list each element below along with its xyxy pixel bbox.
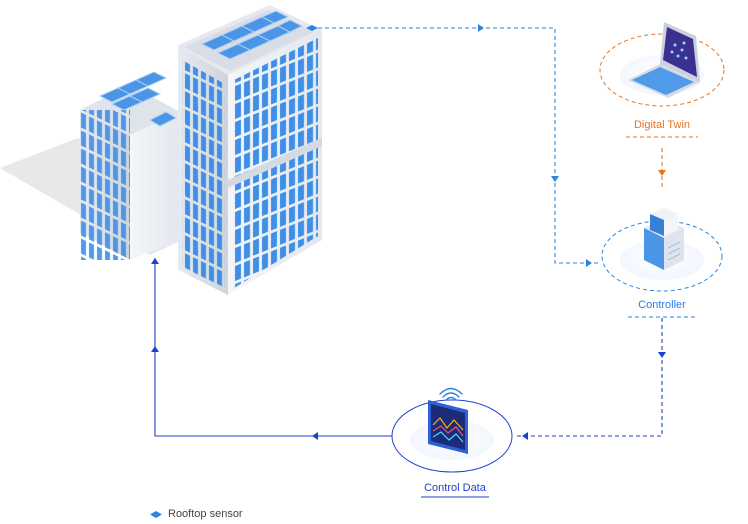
control-data-label: Control Data bbox=[424, 482, 486, 494]
legend-label: Rooftop sensor bbox=[168, 508, 243, 520]
digital-twin-node[interactable] bbox=[599, 22, 725, 138]
controller-node[interactable] bbox=[601, 208, 723, 318]
connector-sensor-to-controller bbox=[318, 27, 600, 264]
digital-twin-label: Digital Twin bbox=[633, 119, 691, 131]
server-icon bbox=[644, 208, 684, 270]
connector-twin-to-controller bbox=[658, 148, 666, 188]
monitor-chart-icon bbox=[428, 400, 468, 454]
legend: Rooftop sensor bbox=[150, 508, 243, 520]
connector-controller-to-control bbox=[515, 318, 666, 440]
rooftop-sensor-icon[interactable] bbox=[306, 25, 318, 31]
laptop-icon bbox=[628, 22, 700, 98]
control-data-node[interactable] bbox=[391, 387, 513, 498]
connector-sensor-arrows bbox=[478, 24, 592, 267]
building-icon bbox=[0, 5, 322, 295]
connector-control-to-building bbox=[151, 258, 392, 440]
controller-label: Controller bbox=[638, 299, 686, 311]
wifi-icon bbox=[439, 387, 463, 401]
rooftop-sensor-legend-icon bbox=[150, 510, 162, 518]
